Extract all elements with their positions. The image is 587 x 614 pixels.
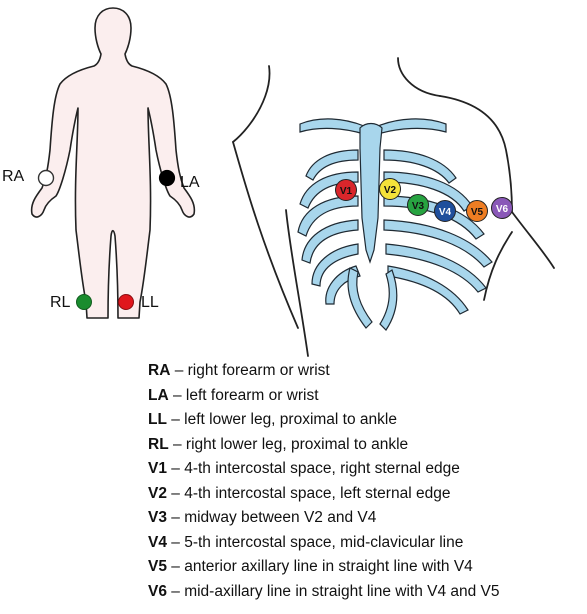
label-rl: RL [50,294,71,311]
legend-item-la: LA – left forearm or wrist [148,384,500,409]
legend-text: – right forearm or wrist [170,362,329,379]
legend-text: – 5-th intercostal space, mid-clavicular… [167,534,463,551]
legend-item-ra: RA – right forearm or wrist [148,359,500,384]
label-v5: V5 [471,207,484,218]
legend-item-rl: RL – right lower leg, proximal to ankle [148,433,500,458]
electrode-la [160,171,175,186]
electrode-legend: RA – right forearm or wrist LA – left fo… [148,359,500,604]
legend-item-ll: LL – left lower leg, proximal to ankle [148,408,500,433]
legend-key: V2 [148,485,167,502]
legend-item-v1: V1 – 4-th intercostal space, right stern… [148,457,500,482]
label-v6: V6 [496,204,509,215]
label-ra: RA [2,168,25,185]
legend-text: – left lower leg, proximal to ankle [167,411,397,428]
legend-text: – 4-th intercostal space, right sternal … [167,460,460,477]
legend-key: V4 [148,534,167,551]
legend-text: – midway between V2 and V4 [167,509,376,526]
label-v3: V3 [412,201,425,212]
legend-key: RA [148,362,170,379]
electrode-rl [77,295,92,310]
legend-text: – anterior axillary line in straight lin… [167,558,473,575]
legend-item-v3: V3 – midway between V2 and V4 [148,506,500,531]
legend-text: – 4-th intercostal space, left sternal e… [167,485,450,502]
legend-key: LA [148,387,169,404]
legend-key: V5 [148,558,167,575]
legend-key: RL [148,436,169,453]
legend-key: V6 [148,583,167,600]
label-v4: V4 [439,207,452,218]
legend-key: V1 [148,460,167,477]
legend-item-v6: V6 – mid-axillary line in straight line … [148,580,500,605]
label-la: LA [180,174,200,191]
legend-item-v2: V2 – 4-th intercostal space, left sterna… [148,482,500,507]
legend-text: – left forearm or wrist [169,387,319,404]
legend-item-v4: V4 – 5-th intercostal space, mid-clavicu… [148,531,500,556]
rib-cage [298,119,492,330]
legend-item-v5: V5 – anterior axillary line in straight … [148,555,500,580]
electrode-ll [119,295,134,310]
legend-key: LL [148,411,167,428]
legend-key: V3 [148,509,167,526]
legend-text: – mid-axillary line in straight line wit… [167,583,500,600]
legend-text: – right lower leg, proximal to ankle [169,436,409,453]
electrode-ra [39,171,54,186]
body-silhouette [32,8,195,318]
label-v2: V2 [384,185,397,196]
label-ll: LL [141,294,159,311]
label-v1: V1 [340,186,353,197]
diagram-figure: RA LA RL LL [0,0,587,360]
